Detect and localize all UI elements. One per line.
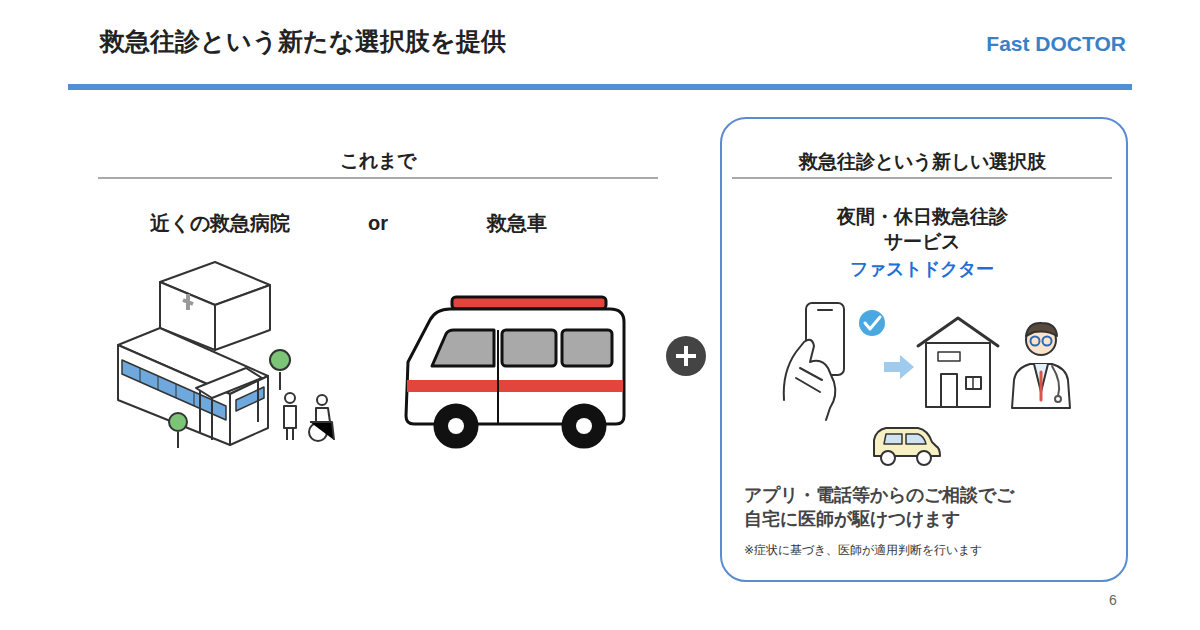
option-label: 近くの救急病院: [150, 211, 290, 235]
option-panel: 救急往診という新しい選択肢夜間・休日救急往診 サービスファストドクターアプリ・電…: [720, 117, 1128, 582]
option-label: 救急車: [487, 211, 547, 235]
brand-name: ファストドクター: [850, 259, 994, 281]
header-rule: [68, 84, 1132, 90]
section-rule: [732, 178, 1112, 179]
page-title: 救急往診という新たな選択肢を提供: [100, 26, 506, 56]
service-name: 夜間・休日救急往診 サービス: [807, 205, 1037, 254]
hospital-illustration: [118, 262, 334, 448]
page-number: 6: [1109, 592, 1117, 609]
connector-word: or: [368, 211, 388, 235]
panel-heading: 救急往診という新しい選択肢: [799, 151, 1046, 174]
service-description: アプリ・電話等からのご相談でご 自宅に医師が駆けつけます: [744, 483, 1124, 532]
section-heading: これまで: [340, 150, 416, 173]
brand-logo: Fast DOCTOR: [986, 31, 1126, 56]
ambulance-illustration: [406, 297, 624, 447]
footnote: ※症状に基づき、医師が適用判断を行います: [744, 543, 982, 557]
section-rule: [98, 178, 658, 179]
service-illustration: [784, 303, 1070, 465]
plus-symbol: [666, 336, 706, 376]
